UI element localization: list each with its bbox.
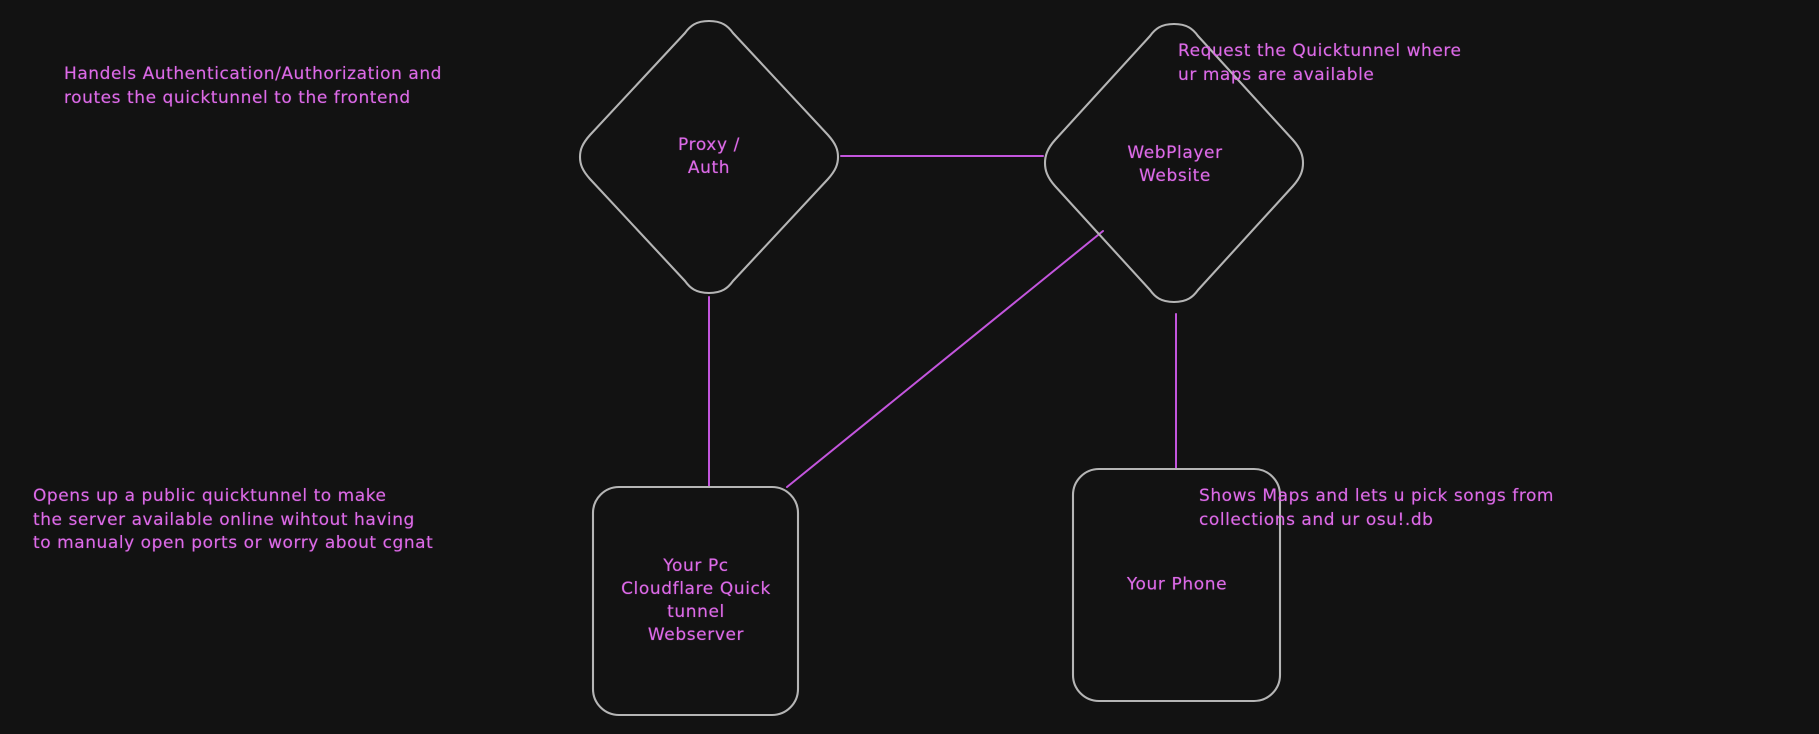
node-label-your-pc: Your Pc Cloudflare Quick tunnel Webserve… xyxy=(621,556,771,645)
node-shape-proxy-auth[interactable] xyxy=(578,19,840,295)
edge-webplayer-to-your-pc xyxy=(786,230,1104,488)
annotation-your-pc: Opens up a public quicktunnel to make th… xyxy=(33,486,434,553)
annotation-proxy-auth: Handels Authentication/Authorization and… xyxy=(64,64,442,108)
annotation-your-phone: Shows Maps and lets u pick songs from co… xyxy=(1199,486,1555,530)
node-shape-your-pc[interactable] xyxy=(591,485,800,717)
node-label-your-phone: Your Phone xyxy=(1126,574,1228,595)
node-label-webplayer-website: WebPlayer Website xyxy=(1127,143,1223,186)
node-label-proxy-auth: Proxy / Auth xyxy=(678,135,740,178)
annotation-webplayer-website: Request the Quicktunnel where ur maps ar… xyxy=(1178,41,1462,85)
